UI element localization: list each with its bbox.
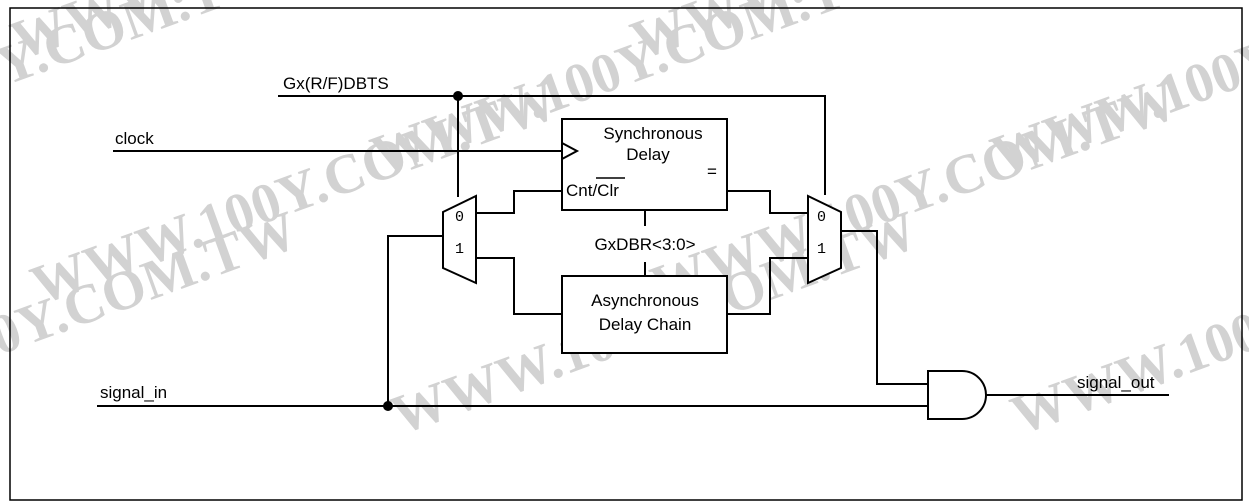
- label-clock: clock: [115, 129, 154, 148]
- mux-left-input-0: 0: [455, 209, 464, 226]
- mux-left: 0 1: [442, 194, 477, 285]
- junction-dot: [383, 401, 393, 411]
- mux-right-input-0: 0: [817, 209, 826, 226]
- watermark-text: WWW.100Y.COM.TW: [1003, 199, 1249, 447]
- mux-right: 0 1: [807, 194, 842, 285]
- sync-delay-title-2: Delay: [626, 145, 670, 164]
- sync-delay-eq-output: =: [707, 162, 717, 181]
- wire-dbts: [278, 91, 826, 197]
- async-delay-title-2: Delay Chain: [599, 315, 692, 334]
- watermark-text: WWW.100Y.COM.TW: [0, 0, 285, 187]
- asynchronous-delay-block: Asynchronous Delay Chain: [561, 275, 728, 354]
- mux-right-input-1: 1: [817, 241, 826, 258]
- wires-internal: [387, 190, 928, 406]
- sync-delay-title-1: Synchronous: [603, 124, 702, 143]
- label-dbts: Gx(R/F)DBTS: [283, 74, 389, 93]
- async-delay-title-1: Asynchronous: [591, 291, 699, 310]
- mux-left-input-1: 1: [455, 241, 464, 258]
- label-signal-out: signal_out: [1077, 373, 1155, 392]
- sync-delay-cnt-clr-port: Cnt/Clr: [566, 181, 619, 200]
- junction-dot: [453, 91, 463, 101]
- and-gate: [927, 370, 987, 420]
- synchronous-delay-block: Synchronous Delay = Cnt/Clr: [561, 118, 728, 211]
- label-signal-in: signal_in: [100, 383, 167, 402]
- diagram-frame: [9, 7, 1243, 501]
- label-dbr: GxDBR<3:0>: [594, 235, 695, 254]
- wire-signal-in: [97, 401, 928, 411]
- clock-input-triangle: [561, 142, 580, 160]
